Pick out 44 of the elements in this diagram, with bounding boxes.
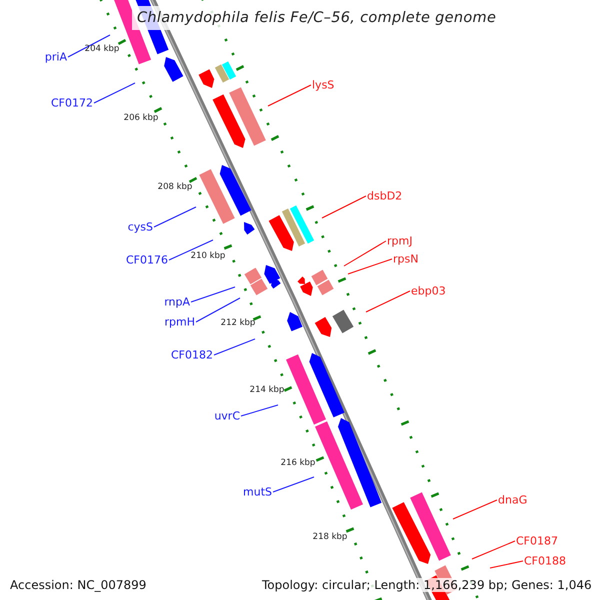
leader-line: [272, 476, 314, 492]
leader-line: [240, 404, 278, 416]
scale-label: 216 kbp: [280, 458, 316, 468]
leader-line: [366, 290, 410, 312]
scale-label: 210 kbp: [190, 251, 226, 261]
leader-line: [348, 258, 392, 274]
leader-line: [344, 240, 386, 266]
gene-label: mutS: [243, 486, 272, 498]
gene-label: CF0172: [50, 96, 93, 110]
gene-label: CF0188: [524, 554, 566, 568]
leader-line: [68, 34, 110, 58]
leader-line: [190, 286, 236, 302]
gene-label: rpmH: [164, 316, 195, 328]
footer-note: Accession: NC_007899: [8, 578, 148, 592]
scale-label: 206 kbp: [124, 113, 158, 123]
gene-label: dnaG: [498, 494, 528, 506]
leader-line: [472, 540, 516, 560]
leader-line: [214, 338, 256, 356]
leader-line: [490, 560, 524, 568]
gene-label: dsbD2: [367, 190, 402, 202]
leader-line: [196, 298, 240, 322]
gene-label: rpmJ: [387, 234, 412, 248]
gene-label: priA: [44, 50, 67, 64]
leader-line: [268, 84, 312, 106]
leader-line: [322, 196, 366, 218]
gene-label: rpsN: [393, 252, 418, 266]
leader-line: [154, 206, 196, 228]
scale-label: 214 kbp: [250, 385, 284, 395]
gene-label: CF0176: [126, 254, 168, 266]
gene-label: uvrC: [214, 410, 240, 422]
scale-label: 208 kbp: [158, 182, 192, 192]
scale-label: 212 kbp: [220, 318, 256, 328]
scale-label: 218 kbp: [312, 532, 348, 542]
leader-line: [94, 82, 136, 104]
gene-label: cysS: [128, 220, 153, 234]
gene-label: lysS: [312, 78, 334, 92]
gene-label: CF0187: [516, 534, 558, 548]
footer-note: Topology: circular; Length: 1,166,239 bp; Genes: 1,046: [260, 578, 594, 592]
leader-line: [452, 500, 498, 520]
gene-label: ebp03: [411, 284, 446, 298]
gene-label: CF0182: [170, 348, 213, 362]
scale-label: 204 kbp: [84, 44, 120, 54]
leader-line: [168, 240, 214, 260]
gene-label: rnpA: [164, 296, 190, 308]
